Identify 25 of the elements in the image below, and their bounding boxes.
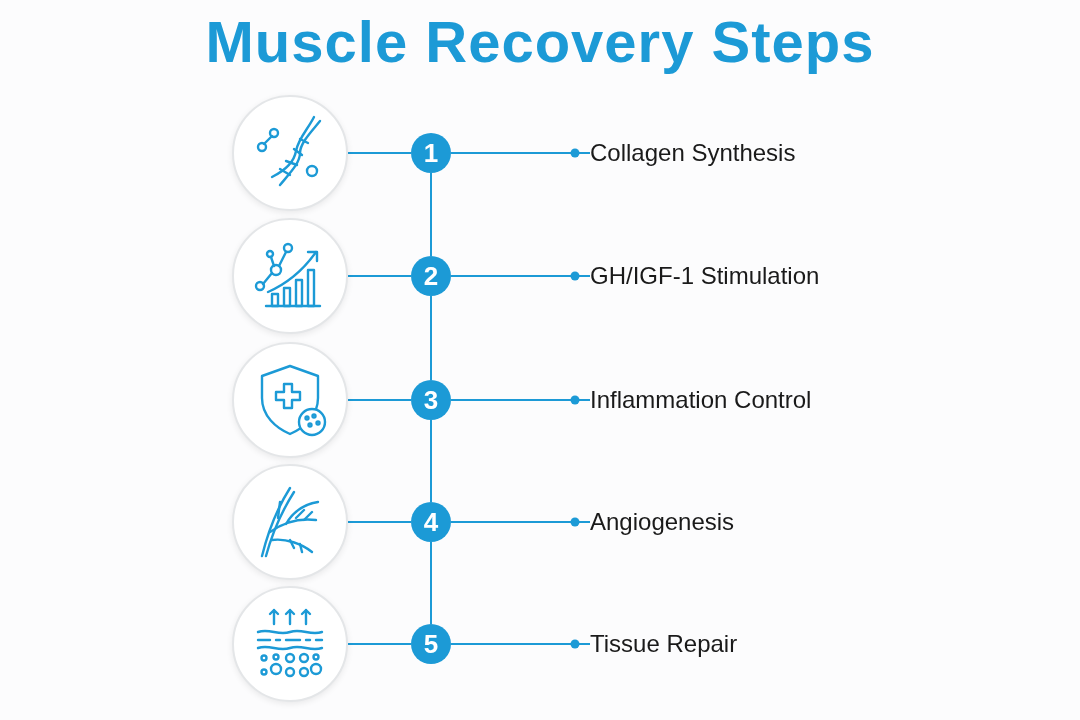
connector-line [347,275,412,277]
step-label: GH/IGF-1 Stimulation [590,261,820,291]
step-number: 4 [411,502,451,542]
dot-connector [450,517,591,527]
connector-line [430,295,432,381]
connector-line [347,152,412,154]
step-number: 2 [411,256,451,296]
step-number: 1 [411,133,451,173]
connector-line [347,521,412,523]
step-label: Tissue Repair [590,629,738,659]
connector-line [430,541,432,625]
step-label: Inflammation Control [590,385,812,415]
title: Muscle Recovery Steps [205,9,875,74]
connector-line [430,172,432,257]
step-label: Collagen Synthesis [590,138,796,168]
step-number: 3 [411,380,451,420]
dot-connector [450,639,591,649]
dot-connector [450,395,591,405]
step-number: 5 [411,624,451,664]
dot-connector [450,148,591,158]
connector-line [430,419,432,503]
dot-connector [450,271,591,281]
connector-line [347,643,412,645]
step-label: Angiogenesis [590,507,735,537]
connector-line [347,399,412,401]
